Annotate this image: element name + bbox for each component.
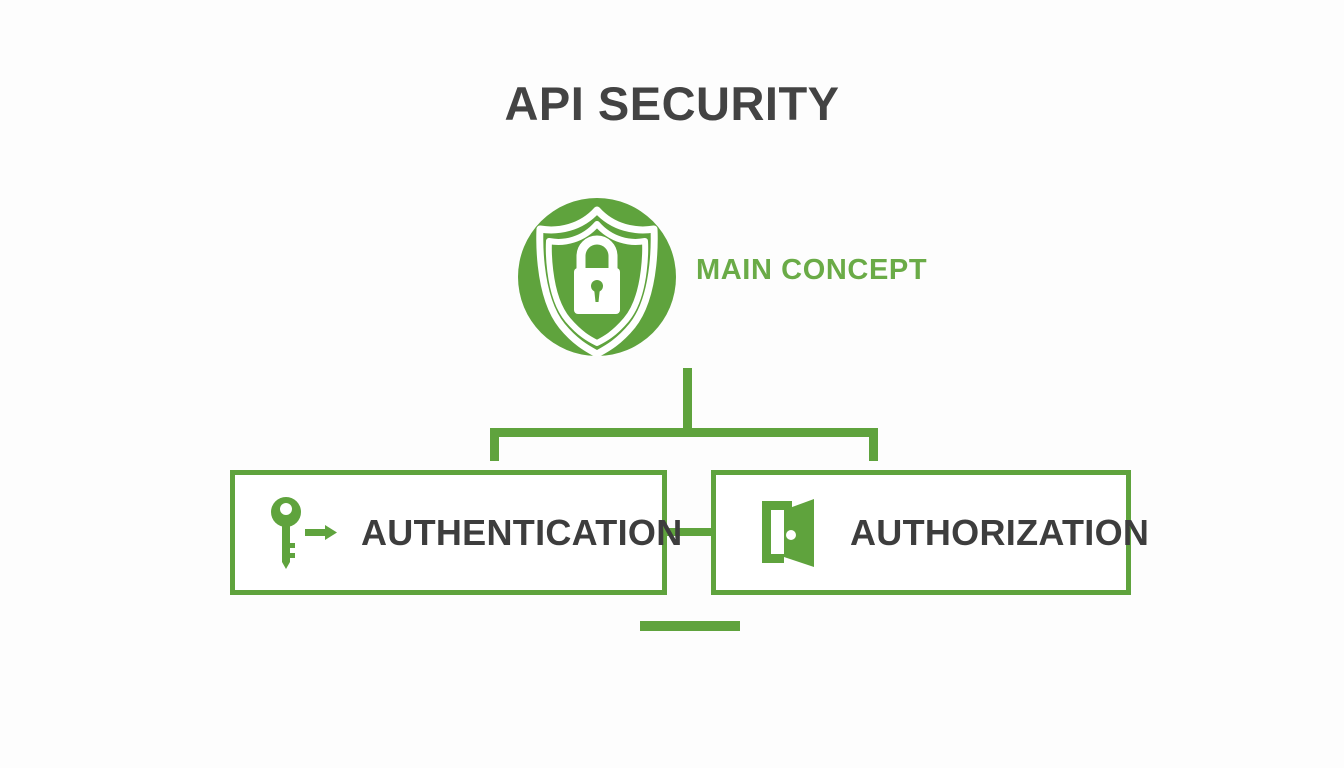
connector-horizontal-bar: [490, 428, 878, 437]
connector-stub-left: [490, 428, 499, 461]
branch-box-authorization[interactable]: AUTHORIZATION: [711, 470, 1149, 595]
main-concept-label: MAIN CONCEPT: [696, 254, 928, 286]
page-title: API SECURITY: [504, 77, 840, 130]
bottom-accent-bar: [640, 621, 740, 631]
main-concept-node[interactable]: MAIN CONCEPT: [518, 198, 938, 358]
open-door-icon: [758, 497, 824, 569]
branch-label-authentication: AUTHENTICATION: [361, 511, 683, 553]
branch-label-authorization: AUTHORIZATION: [850, 511, 1150, 553]
branch-box-authentication[interactable]: AUTHENTICATION: [230, 470, 682, 595]
connector-stub-right: [869, 428, 878, 461]
connector-inter-box-link: [666, 528, 712, 536]
key-arrow-icon: [263, 493, 343, 573]
shield-lock-icon: [518, 198, 676, 358]
connector-vertical-stem: [683, 368, 692, 432]
